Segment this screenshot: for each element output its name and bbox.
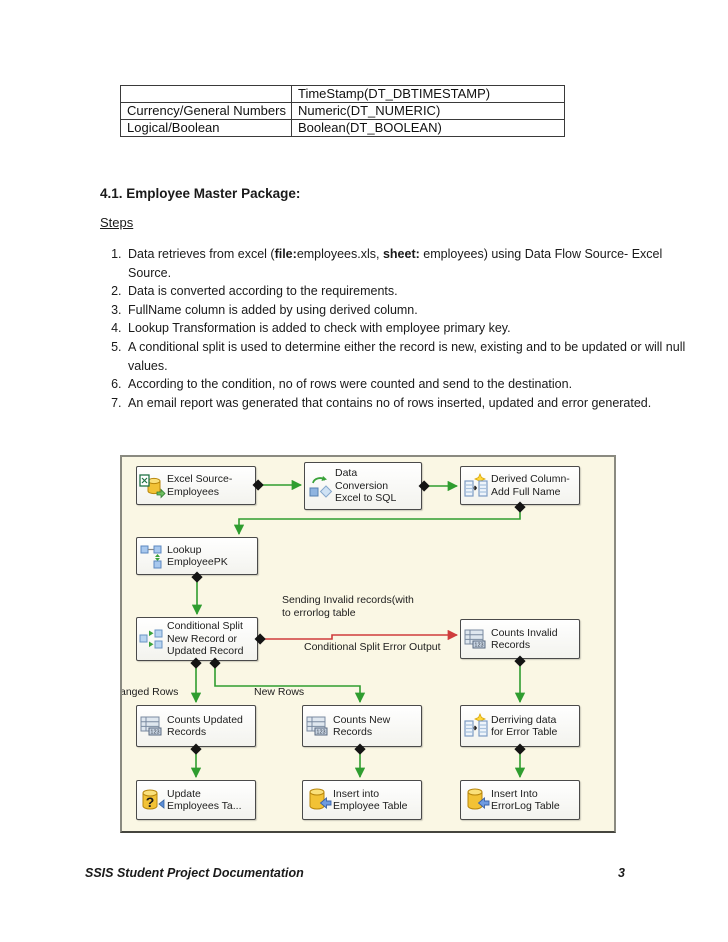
task-label: Insert Into ErrorLog Table (491, 787, 560, 813)
task-label: Update Employees Ta... (167, 787, 242, 813)
task-label: Excel Source- Employees (167, 473, 233, 498)
step-text-bold: sheet: (382, 247, 420, 261)
task-label: Data Conversion Excel to SQL (335, 467, 397, 505)
task-label: Counts Invalid Records (491, 626, 558, 652)
database-question-icon: ? (137, 786, 167, 814)
step-item: FullName column is added by using derive… (125, 301, 690, 320)
annotation-error-path-top: Sending Invalid records(with to errorlog… (282, 594, 414, 619)
database-insert-icon (303, 786, 333, 814)
footer-title: SSIS Student Project Documentation (85, 866, 304, 880)
table-row: TimeStamp(DT_DBTIMESTAMP) (120, 85, 565, 103)
step-text: employees) using Data Flow Source- Excel… (128, 247, 663, 280)
step-text: employees.xls, (296, 247, 383, 261)
annotation-new-rows: New Rows (254, 686, 305, 698)
task-data-conversion: Data Conversion Excel to SQL (304, 462, 422, 510)
annotation-error-path-bottom: Conditional Split Error Output (304, 641, 441, 653)
steps-heading: Steps (100, 215, 134, 230)
task-insert-errorlog: Insert Into ErrorLog Table (460, 780, 580, 820)
annotation-changed-rows: anged Rows (120, 686, 179, 698)
step-item: According to the condition, no of rows w… (125, 375, 690, 394)
datatype-table: TimeStamp(DT_DBTIMESTAMP) Currency/Gener… (120, 85, 565, 137)
task-excel-source: Excel Source- Employees (136, 466, 256, 505)
task-counts-updated: 123 Counts Updated Records (136, 705, 256, 747)
excel-source-icon (137, 472, 167, 500)
step-item: An email report was generated that conta… (125, 394, 690, 413)
task-lookup: Lookup EmployeePK (136, 537, 258, 575)
task-label: Conditional Split New Record or Updated … (167, 620, 244, 658)
svg-text:?: ? (146, 794, 155, 810)
task-update-employees: ? Update Employees Ta... (136, 780, 256, 820)
step-item: Lookup Transformation is added to check … (125, 319, 690, 338)
dataflow-diagram: Excel Source- Employees Data Conversion … (120, 455, 616, 833)
step-item: Data retrieves from excel (file:employee… (125, 245, 690, 282)
steps-list: Data retrieves from excel (file:employee… (100, 245, 690, 412)
step-text-bold: file: (274, 247, 297, 261)
database-insert-icon (461, 786, 491, 814)
row-count-icon: 123 (137, 713, 167, 739)
table-cell: TimeStamp(DT_DBTIMESTAMP) (291, 85, 565, 103)
svg-text:123: 123 (474, 643, 483, 649)
task-label: Counts New Records (333, 713, 391, 739)
step-item: A conditional split is used to determine… (125, 338, 690, 375)
task-label: Insert into Employee Table (333, 787, 408, 813)
step-text: Data retrieves from excel ( (128, 247, 275, 261)
conditional-split-icon (137, 626, 167, 652)
data-conversion-icon (305, 473, 335, 499)
step-item: Data is converted according to the requi… (125, 282, 690, 301)
table-row: Currency/General Numbers Numeric(DT_NUME… (120, 102, 565, 120)
svg-text:123: 123 (150, 730, 159, 736)
table-row: Logical/Boolean Boolean(DT_BOOLEAN) (120, 119, 565, 137)
derived-column-icon (461, 713, 491, 739)
task-insert-employee: Insert into Employee Table (302, 780, 422, 820)
svg-text:123: 123 (316, 730, 325, 736)
table-cell (120, 85, 292, 103)
task-conditional-split: Conditional Split New Record or Updated … (136, 617, 258, 661)
section-heading: 4.1. Employee Master Package: (100, 186, 301, 201)
task-counts-invalid: 123 Counts Invalid Records (460, 619, 580, 659)
lookup-icon (137, 543, 167, 569)
task-derived-column: Derived Column- Add Full Name (460, 466, 580, 505)
derived-column-icon (461, 472, 491, 499)
task-label: Derived Column- Add Full Name (491, 473, 570, 498)
table-cell: Boolean(DT_BOOLEAN) (291, 119, 565, 137)
table-cell: Currency/General Numbers (120, 102, 292, 120)
row-count-icon: 123 (461, 626, 491, 652)
task-label: Counts Updated Records (167, 713, 243, 739)
task-label: Lookup EmployeePK (167, 543, 228, 569)
table-cell: Logical/Boolean (120, 119, 292, 137)
row-count-icon: 123 (303, 713, 333, 739)
page-number: 3 (618, 866, 625, 880)
task-counts-new: 123 Counts New Records (302, 705, 422, 747)
task-derriving-data: Derriving data for Error Table (460, 705, 580, 747)
task-label: Derriving data for Error Table (491, 713, 558, 739)
table-cell: Numeric(DT_NUMERIC) (291, 102, 565, 120)
